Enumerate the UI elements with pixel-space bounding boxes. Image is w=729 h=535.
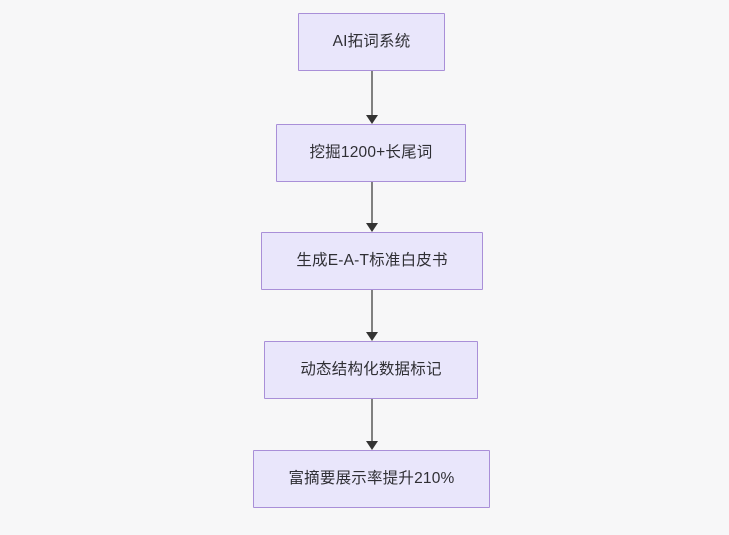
flow-node-3[interactable]: 生成E-A-T标准白皮书 [261,232,483,290]
flow-arrow-4 [360,399,384,450]
flow-arrow-3 [360,290,384,341]
flow-node-4[interactable]: 动态结构化数据标记 [264,341,478,399]
flow-node-label: 生成E-A-T标准白皮书 [296,251,448,269]
flow-node-label: AI拓词系统 [332,32,411,50]
flow-arrow-2 [360,182,384,232]
flow-node-label: 富摘要展示率提升210% [288,469,455,487]
flow-node-1[interactable]: AI拓词系统 [298,13,445,71]
arrow-head-icon [366,115,378,124]
arrow-head-icon [366,332,378,341]
flow-node-label: 动态结构化数据标记 [300,360,442,378]
flow-arrow-1 [360,71,384,124]
arrow-head-icon [366,223,378,232]
flow-node-label: 挖掘1200+长尾词 [309,143,433,161]
flow-node-2[interactable]: 挖掘1200+长尾词 [276,124,466,182]
flow-node-5[interactable]: 富摘要展示率提升210% [253,450,490,508]
arrow-head-icon [366,441,378,450]
